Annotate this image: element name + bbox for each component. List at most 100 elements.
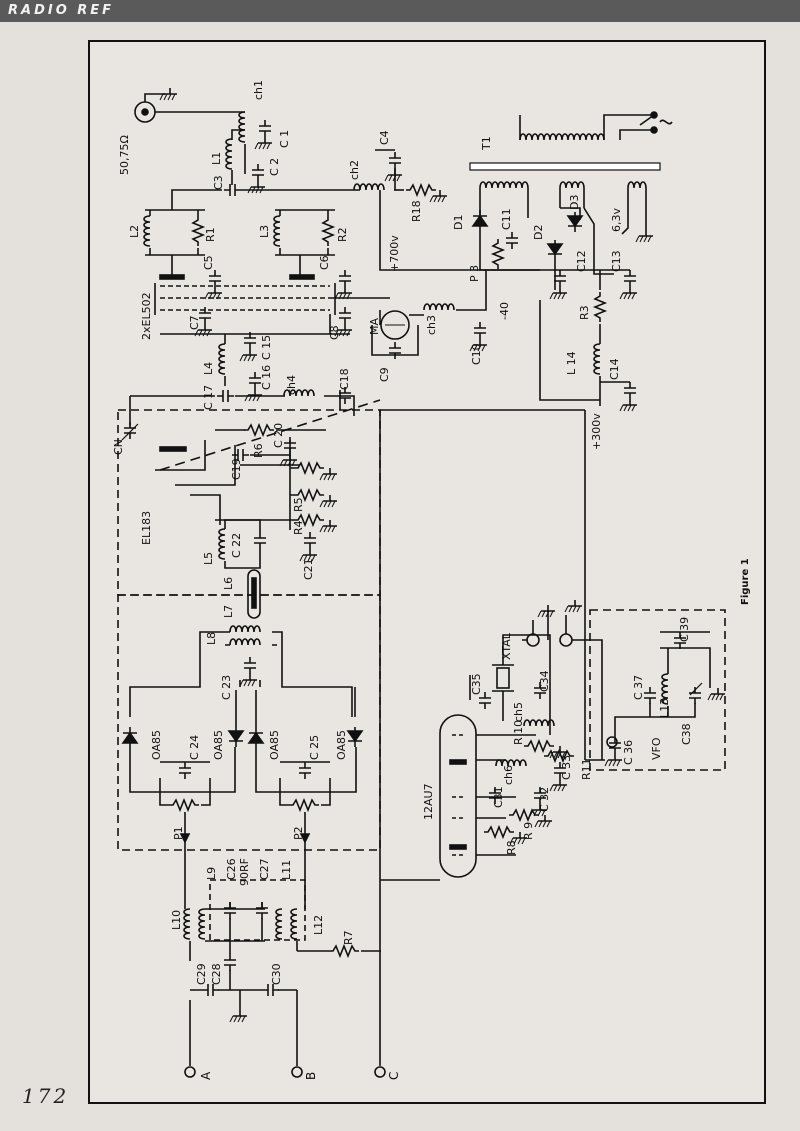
label-terminal-b: B xyxy=(304,1072,318,1080)
capacitor-c3 xyxy=(223,183,242,197)
label-r1: R1 xyxy=(204,227,217,242)
resistor-r18 xyxy=(405,184,437,196)
terminal-a xyxy=(184,1066,196,1078)
label-r2: R2 xyxy=(336,227,349,242)
label-c11: C11 xyxy=(500,208,513,230)
driver-tube-el183 xyxy=(155,399,381,525)
label-t1: T1 xyxy=(480,136,493,151)
label-p2: P2 xyxy=(292,826,305,840)
label-c37: C 37 xyxy=(632,675,645,700)
label-tube-drv: EL183 xyxy=(140,511,153,545)
figure-caption: Figure 1 xyxy=(740,558,751,605)
label-c12: C12 xyxy=(575,250,588,272)
label-d1: D1 xyxy=(452,215,465,230)
pa-tubes xyxy=(154,269,353,337)
capacitor-c4 xyxy=(388,151,402,170)
label-r9: R 9 xyxy=(522,822,535,840)
label-r8: R8 xyxy=(505,840,518,855)
capacitor-c23 xyxy=(243,656,257,675)
label-ch2: ch2 xyxy=(348,160,361,180)
resistor-r10 xyxy=(523,740,555,752)
ground xyxy=(239,348,258,362)
label-v-minus40: -40 xyxy=(498,302,511,320)
label-v300: +300v xyxy=(590,413,603,450)
ground xyxy=(534,814,553,828)
label-c29: C29 xyxy=(195,963,208,985)
coil-l4 xyxy=(218,343,226,375)
label-p1: P1 xyxy=(172,826,185,840)
ground xyxy=(384,168,403,182)
label-l2: L2 xyxy=(128,225,141,238)
milliammeter-ma xyxy=(371,310,419,360)
ground xyxy=(239,673,258,687)
label-ch3: ch3 xyxy=(425,315,438,335)
coupling-link-l6 xyxy=(247,569,261,619)
tank-l3-r2 xyxy=(273,209,335,280)
label-l4: L4 xyxy=(202,362,215,375)
coil-ch1 xyxy=(238,111,246,143)
label-l13: L13 xyxy=(658,698,671,718)
resistor-r3 xyxy=(594,291,606,323)
diode-d1 xyxy=(472,209,488,231)
tank-l2-r1 xyxy=(143,209,205,280)
label-c3: C3 xyxy=(212,175,225,190)
power-transformer-t1 xyxy=(469,111,673,218)
label-c7: C7 xyxy=(188,315,201,330)
potentiometer-p1 xyxy=(168,799,200,811)
label-c5: C5 xyxy=(202,255,215,270)
label-l5: L5 xyxy=(202,552,215,565)
coil-l10 xyxy=(183,908,191,940)
ground xyxy=(619,286,638,300)
coil-l11 xyxy=(275,908,283,940)
ground xyxy=(319,494,338,508)
label-l9: L9 xyxy=(205,867,218,880)
capacitor-c17 xyxy=(216,389,235,403)
page-number: 172 xyxy=(22,1084,70,1108)
vfo-circuit xyxy=(604,631,726,767)
antenna-connector xyxy=(134,87,245,123)
ground xyxy=(549,286,568,300)
rf-shield-box xyxy=(209,879,306,941)
label-c2: C 2 xyxy=(268,158,281,176)
label-c26b: 90RF xyxy=(238,858,251,886)
label-c39: C 39 xyxy=(678,617,691,642)
label-c16: C 16 xyxy=(260,365,273,390)
resistor-r7 xyxy=(328,945,360,957)
label-ch1: ch1 xyxy=(252,80,265,100)
label-c23: C 23 xyxy=(220,675,233,700)
label-l8: L8 xyxy=(205,632,218,645)
resistor-r8 xyxy=(483,826,515,838)
label-c35: C35 xyxy=(470,673,483,695)
label-l12: L12 xyxy=(312,915,325,935)
ground xyxy=(229,1009,248,1023)
ground xyxy=(429,189,448,203)
label-oa85-4: OA85 xyxy=(335,730,348,760)
label-r6: R6 xyxy=(252,443,265,458)
label-c38: C38 xyxy=(680,723,693,745)
label-oa85-2: OA85 xyxy=(212,730,225,760)
potentiometer-p2 xyxy=(288,799,320,811)
terminal-c xyxy=(374,1066,386,1078)
ground xyxy=(254,136,273,150)
capacitor-c28 xyxy=(223,953,237,972)
coil-l7 xyxy=(229,625,261,633)
capacitor-c24 xyxy=(178,761,192,780)
label-r11: R11 xyxy=(580,758,593,780)
label-r10: R 10 xyxy=(512,720,525,745)
label-d3: D3 xyxy=(568,195,581,210)
label-v63: 6,3v xyxy=(610,208,623,232)
label-tube-osc: 12AU7 xyxy=(422,783,435,820)
capacitor-c13 xyxy=(623,269,637,288)
capacitor-c22 xyxy=(253,531,267,550)
label-c30: C30 xyxy=(270,963,283,985)
label-l11: L11 xyxy=(280,860,293,880)
label-c15: C 15 xyxy=(260,335,273,360)
resistor-r6 xyxy=(243,424,275,436)
label-oa85-1: OA85 xyxy=(150,730,163,760)
coil-l14 xyxy=(593,343,601,375)
label-c22: C 22 xyxy=(230,533,243,558)
band-switch xyxy=(522,599,603,760)
label-c36: C 36 xyxy=(622,740,635,765)
capacitor-c25 xyxy=(298,761,312,780)
terminal-b xyxy=(291,1066,303,1078)
